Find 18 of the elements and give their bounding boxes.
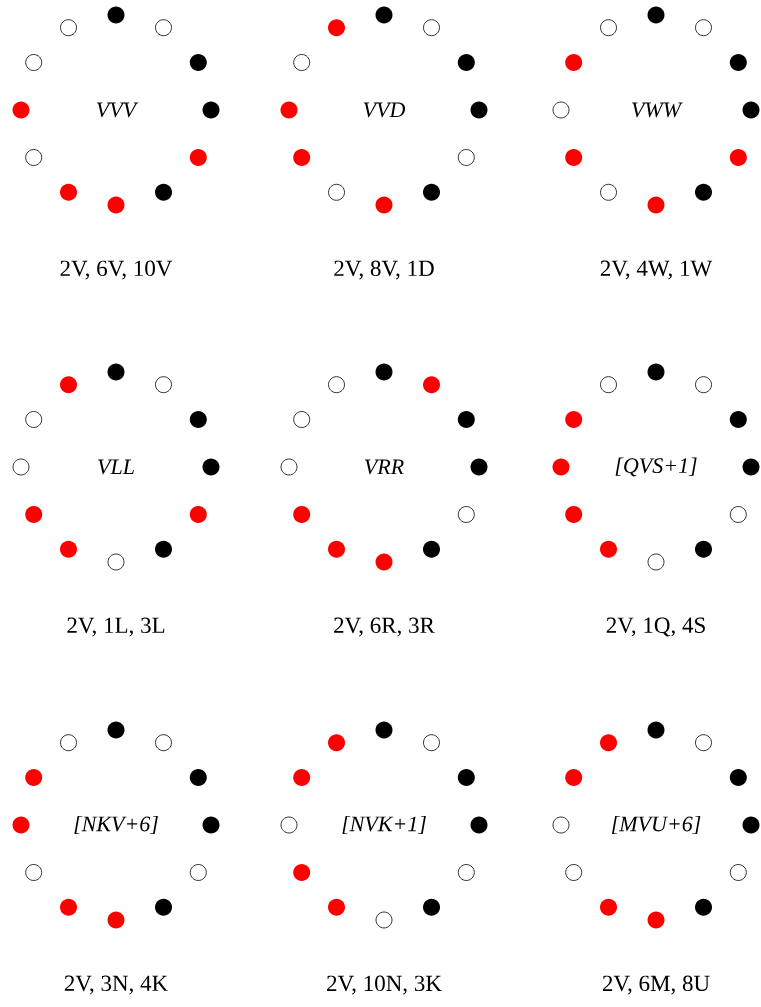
caption: 2V, 3N, 4K xyxy=(64,975,168,995)
caption: 2V, 1L, 3L xyxy=(67,617,165,637)
center-label: VRR xyxy=(365,459,404,475)
center-label: [MVU+6] xyxy=(611,815,701,835)
center-label: [NKV+6] xyxy=(74,815,158,835)
caption: 2V, 10N, 3K xyxy=(327,975,442,995)
center-label: VWW xyxy=(632,102,683,118)
center-label: VVD xyxy=(363,102,406,118)
center-label: [NVK+1] xyxy=(342,815,426,835)
caption: 2V, 6M, 8U xyxy=(602,975,710,995)
caption: 2V, 6V, 10V xyxy=(60,260,173,280)
center-label: VLL xyxy=(98,459,134,475)
caption: 2V, 8V, 1D xyxy=(334,260,434,280)
caption: 2V, 4W, 1W xyxy=(600,260,713,280)
center-label: [QVS+1] xyxy=(615,457,697,477)
caption: 2V, 1Q, 4S xyxy=(606,617,705,637)
caption: 2V, 6R, 3R xyxy=(334,617,435,637)
center-label: VVV xyxy=(97,102,139,118)
